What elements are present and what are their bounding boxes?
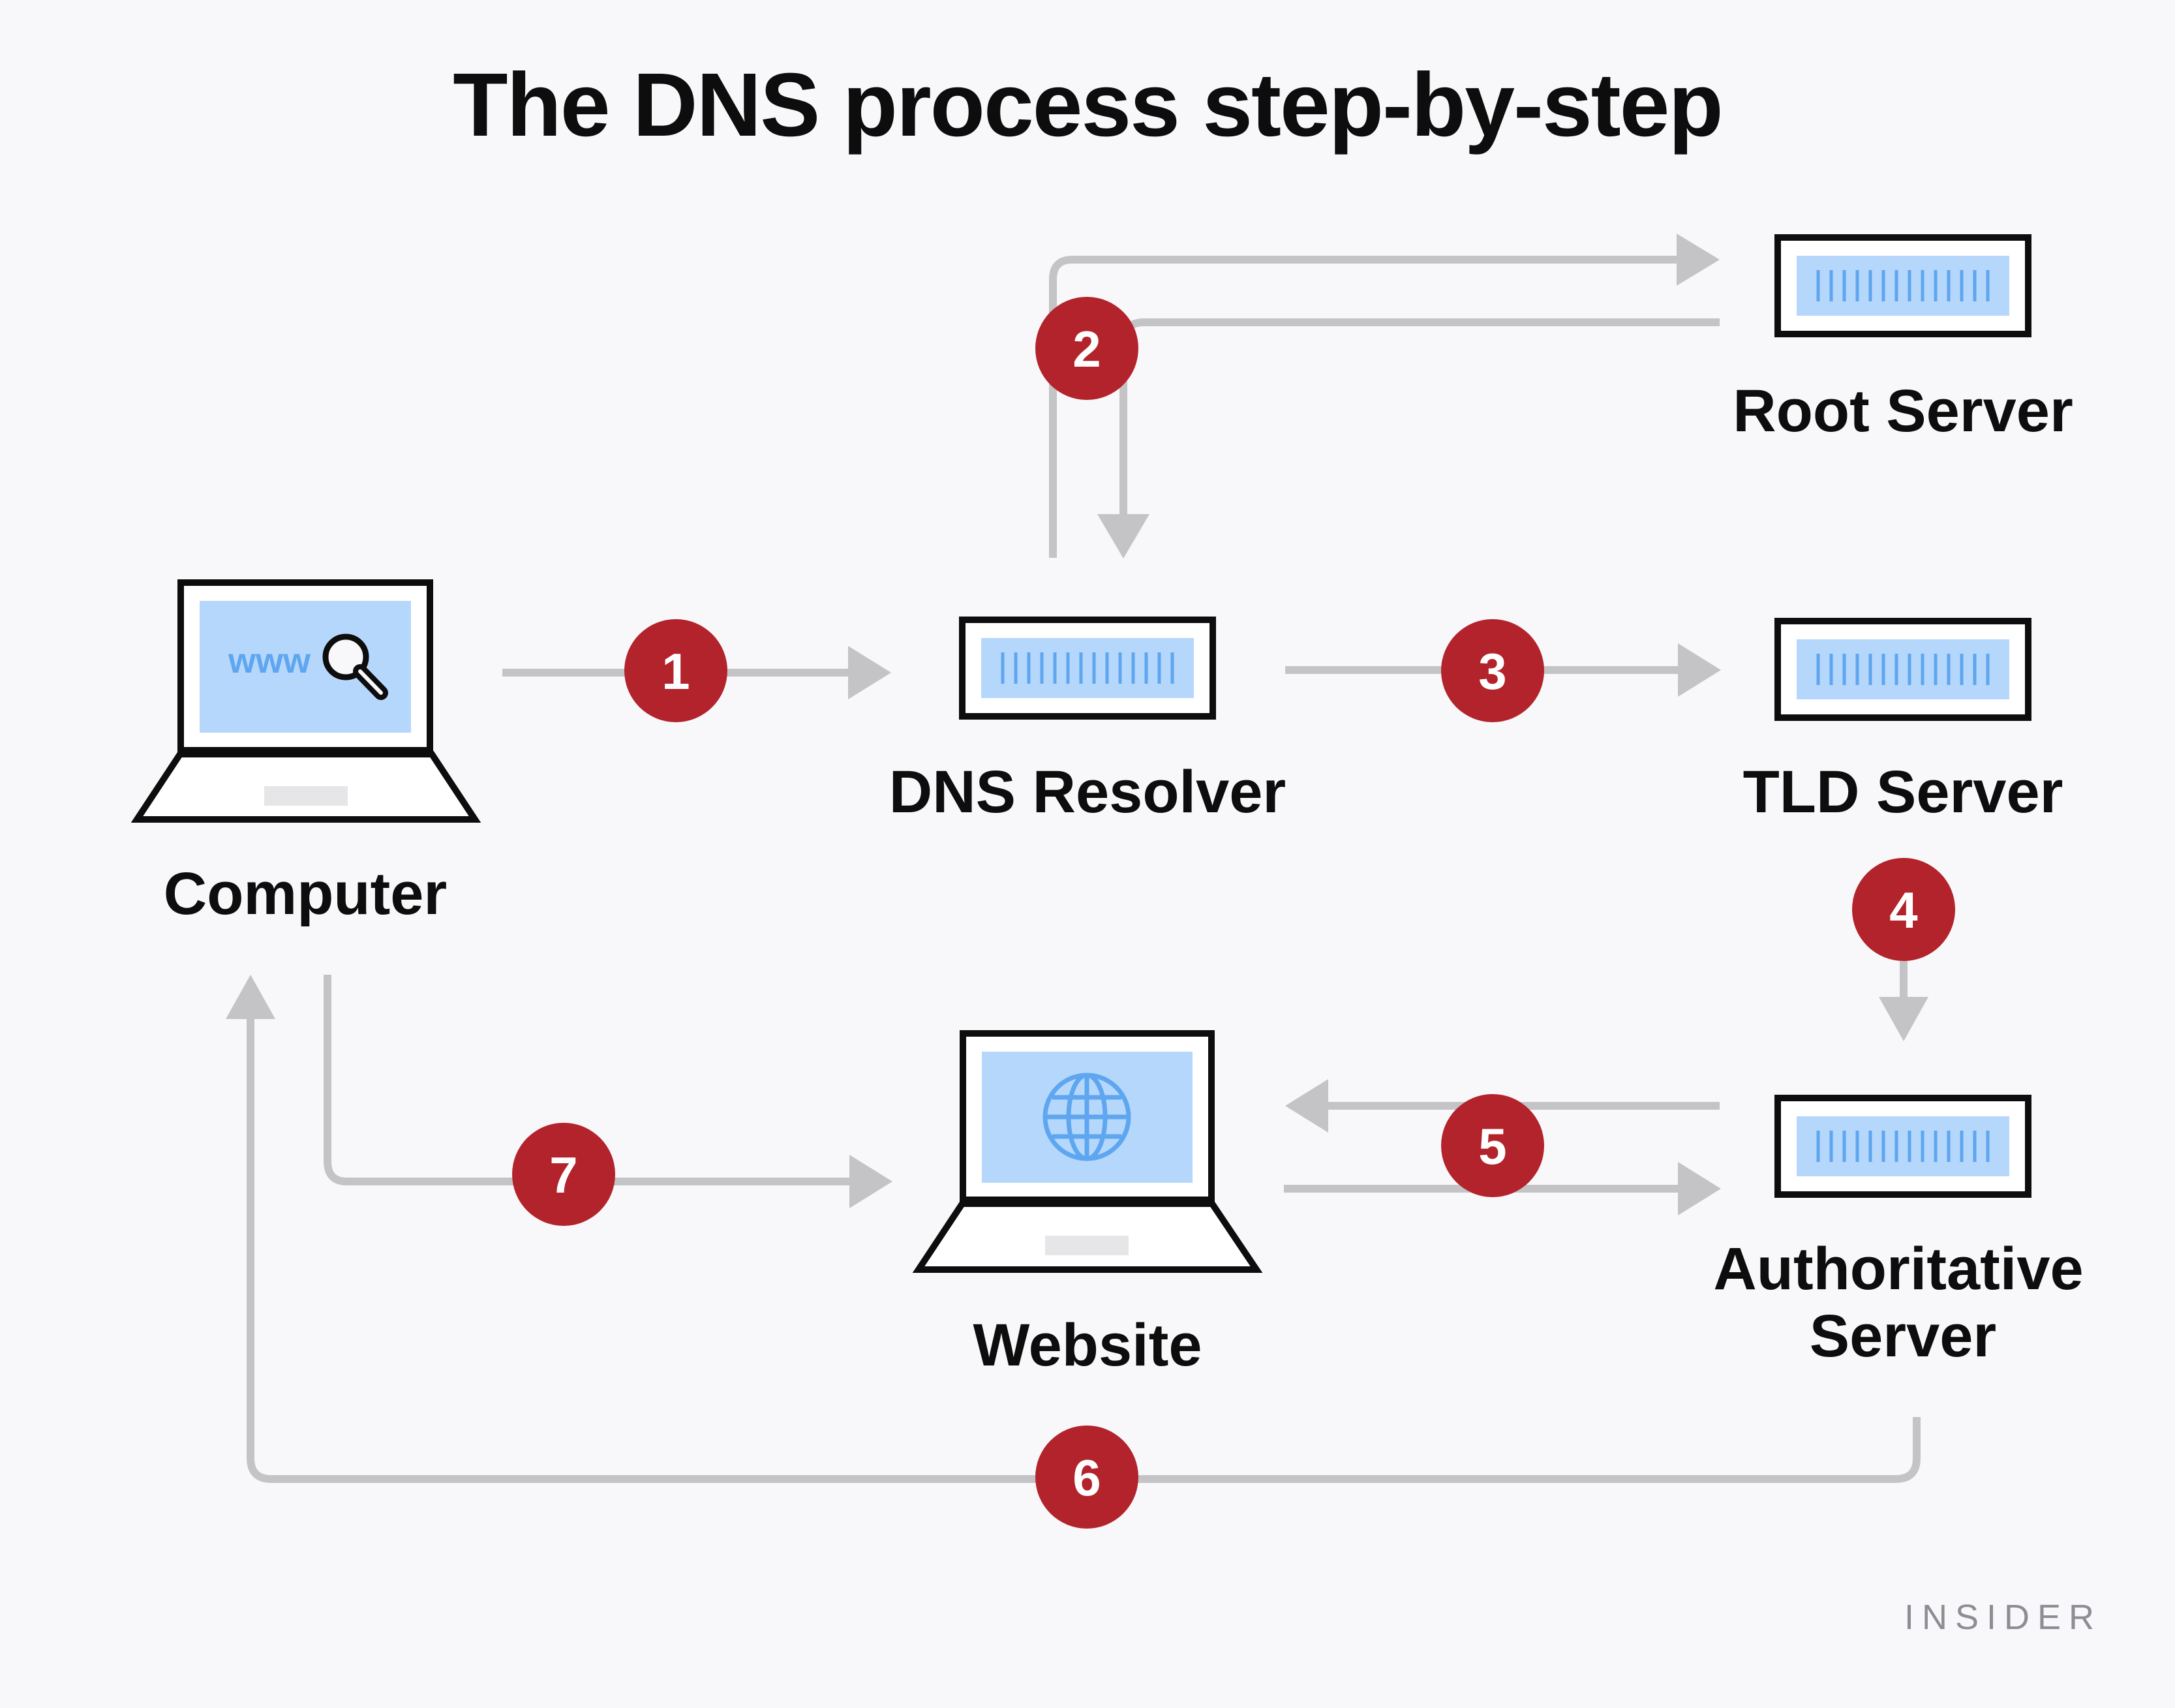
arrow-head-step-5-out [1678,1162,1721,1215]
arrow-head-step-2-out [1677,234,1720,286]
label-dns-resolver: DNS Resolver [889,759,1286,825]
insider-logo: INSIDER [1904,1598,2102,1637]
step-number-2: 2 [1072,320,1101,378]
step-badge-1: 1 [624,619,727,722]
label-authoritative-line-1: Authoritative [1713,1236,2084,1302]
arrow-head-step-5-back [1285,1079,1328,1133]
root-server-icon [1774,234,2031,337]
step-badge-6: 6 [1035,1426,1138,1529]
step-number-6: 6 [1072,1449,1101,1506]
step-number-4: 4 [1889,881,1917,939]
label-root-server: Root Server [1733,378,2073,444]
step-number-1: 1 [662,643,690,700]
label-website: Website [973,1312,1202,1379]
label-authoritative-line-2: Server [1809,1303,1997,1369]
step-number-3: 3 [1478,643,1506,700]
label-computer: Computer [163,861,448,927]
arrow-step-7 [324,975,851,1185]
globe-icon [1042,1073,1131,1161]
tld-server-icon [1774,618,2031,721]
arrow-head-step-7 [849,1155,892,1208]
website-laptop-icon [912,1030,1263,1273]
step-number-7: 7 [549,1146,577,1204]
arrow-step-2-out [1049,256,1679,558]
arrow-head-step-4 [1879,997,1928,1041]
arrow-head-step-3 [1678,643,1721,697]
magnifier-icon [322,633,388,700]
step-badge-3: 3 [1441,619,1544,722]
step-badge-4: 4 [1852,858,1955,961]
arrow-head-step-2-back [1097,514,1149,558]
step-badges: 1 2 3 4 5 6 7 [512,297,1955,1529]
arrow-head-step-1 [848,646,891,699]
step-number-5: 5 [1478,1118,1506,1175]
computer-laptop-icon: www [130,579,481,823]
label-tld-server: TLD Server [1742,759,2063,825]
step-badge-5: 5 [1441,1094,1544,1197]
step-badge-2: 2 [1035,297,1138,400]
arrow-head-step-6 [226,975,275,1019]
page-title: The DNS process step-by-step [453,55,1723,155]
step-badge-7: 7 [512,1123,615,1226]
authoritative-server-icon [1774,1095,2031,1198]
www-label: www [228,641,311,680]
resolver-server-icon [959,617,1216,720]
